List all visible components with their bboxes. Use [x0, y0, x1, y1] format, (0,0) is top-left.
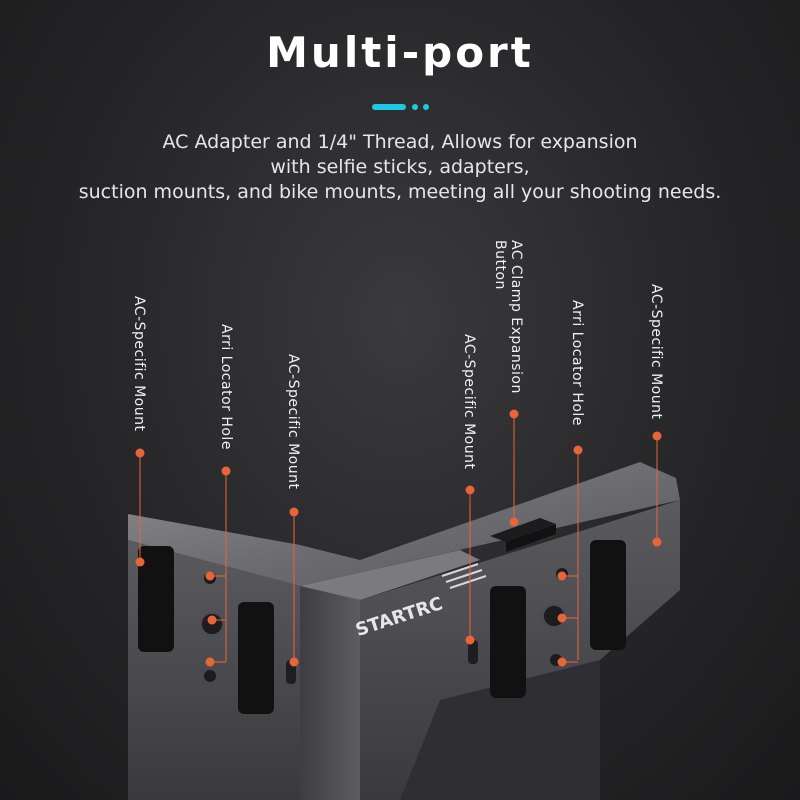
accent-dot: [412, 104, 418, 110]
callout-label-arri-hole-2: Arri Locator Hole: [569, 300, 585, 426]
bracket-underside: [400, 660, 600, 800]
rubber-pad: [490, 586, 526, 698]
description-line: AC Adapter and 1/4" Thread, Allows for e…: [162, 131, 638, 153]
callout-label-ac-mount-4: AC-Specific Mount: [648, 284, 664, 420]
accent-dot: [423, 104, 429, 110]
description: AC Adapter and 1/4" Thread, Allows for e…: [40, 130, 760, 205]
bracket-inner-corner: [300, 586, 360, 800]
rubber-pad: [238, 602, 274, 714]
callout-dot: [465, 635, 475, 645]
callout-label-clamp-button: AC Clamp Expansion Button: [492, 240, 524, 394]
callout-dot: [289, 657, 299, 667]
bracket-top-rim: [128, 462, 680, 586]
callout-dot: [652, 537, 662, 547]
page-title: Multi-port: [266, 28, 534, 77]
mount-slot: [468, 640, 478, 664]
callout-label-arri-hole-1: Arri Locator Hole: [218, 324, 234, 450]
callout-dot: [289, 507, 299, 517]
locator-hole: [204, 670, 216, 682]
callout-label-ac-mount-3: AC-Specific Mount: [461, 334, 477, 470]
brand-stripes: [441, 563, 487, 589]
callout-dot: [573, 445, 583, 455]
l-bracket: [128, 462, 680, 800]
clamp-button: [490, 518, 556, 542]
callout-dot: [221, 466, 231, 476]
callout-dot: [465, 485, 475, 495]
rubber-pad: [138, 546, 174, 652]
bracket-top-surface: [300, 550, 480, 600]
callout-label-ac-mount-2: AC-Specific Mount: [285, 354, 301, 490]
rubber-pad: [590, 540, 626, 650]
callout-dot: [135, 557, 145, 567]
description-line: suction mounts, and bike mounts, meeting…: [78, 181, 722, 203]
callout-dots: [135, 409, 662, 667]
callout-label-ac-mount-1: AC-Specific Mount: [131, 296, 147, 432]
callout-lines: [139, 414, 658, 662]
callout-dot: [135, 448, 145, 458]
callout-dot: [509, 517, 519, 527]
accent-bar: [372, 104, 406, 110]
callout-dot: [652, 431, 662, 441]
description-line: with selfie sticks, adapters,: [270, 156, 530, 178]
callout-connectors: [210, 575, 578, 663]
callout-dot: [509, 409, 519, 419]
clamp-button-side: [506, 524, 556, 552]
